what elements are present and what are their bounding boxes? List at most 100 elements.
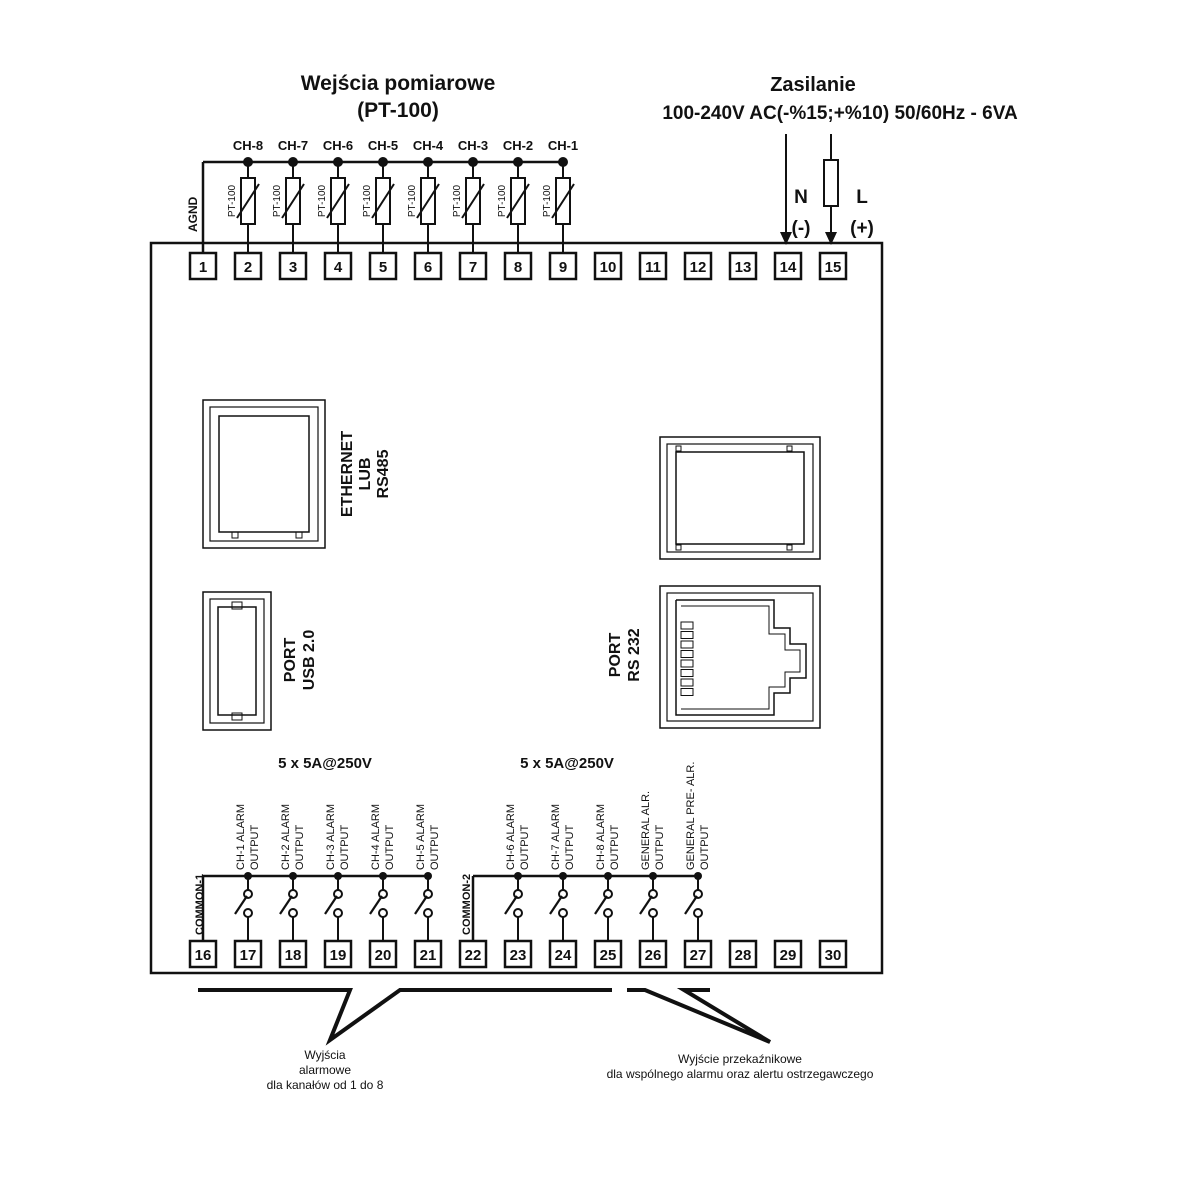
relay-output-sublabel: OUTPUT bbox=[294, 825, 306, 871]
terminal-number: 17 bbox=[240, 947, 257, 964]
terminal-3: 3 bbox=[278, 251, 308, 281]
channel-label: CH-3 bbox=[458, 138, 488, 153]
terminal-number: 7 bbox=[469, 259, 477, 276]
ethernet-label-2: LUB bbox=[357, 458, 374, 491]
channel-label: CH-1 bbox=[548, 138, 578, 153]
fuse-icon bbox=[823, 159, 839, 207]
inputs-title-line1: Wejścia pomiarowe bbox=[301, 72, 496, 95]
rs232-label-1: PORT bbox=[607, 633, 624, 678]
power-n-label: N bbox=[794, 187, 808, 208]
display-module bbox=[659, 436, 821, 560]
relay-rating-right: 5 x 5A@250V bbox=[520, 755, 614, 772]
terminal-30: 30 bbox=[818, 939, 848, 969]
terminal-number: 15 bbox=[825, 259, 842, 276]
terminal-1: 1 bbox=[188, 251, 218, 281]
callout-left-line2: alarmowe bbox=[299, 1063, 351, 1077]
power-l-label: L bbox=[856, 187, 868, 208]
terminal-26: 26 bbox=[638, 939, 668, 969]
relay-output-sublabel: OUTPUT bbox=[429, 825, 441, 871]
terminal-10: 10 bbox=[593, 251, 623, 281]
terminal-number: 6 bbox=[424, 259, 432, 276]
terminal-number: 3 bbox=[289, 259, 297, 276]
terminal-number: 11 bbox=[645, 259, 661, 276]
terminal-9: 9 bbox=[548, 251, 578, 281]
rs232-port bbox=[659, 585, 821, 729]
sensor-label: PT-100 bbox=[362, 184, 373, 217]
relay-output-sublabel: OUTPUT bbox=[384, 825, 396, 871]
inputs-title-line2: (PT-100) bbox=[357, 99, 439, 122]
terminal-number: 9 bbox=[559, 259, 567, 276]
terminal-number: 22 bbox=[465, 947, 482, 964]
terminal-23: 23 bbox=[503, 939, 533, 969]
terminal-24: 24 bbox=[548, 939, 578, 969]
relay-output-label: CH-4 ALARM bbox=[370, 804, 382, 870]
relay-output-label: CH-5 ALARM bbox=[415, 804, 427, 870]
terminal-11: 11 bbox=[638, 251, 668, 281]
terminal-number: 25 bbox=[600, 947, 617, 964]
sensor-label: PT-100 bbox=[272, 184, 283, 217]
terminal-number: 20 bbox=[375, 947, 392, 964]
usb-port bbox=[202, 591, 272, 731]
channel-label: CH-2 bbox=[503, 138, 533, 153]
power-l-sign: (+) bbox=[850, 218, 874, 239]
terminal-29: 29 bbox=[773, 939, 803, 969]
terminal-number: 10 bbox=[600, 259, 617, 276]
usb-label-2: USB 2.0 bbox=[301, 630, 318, 691]
ethernet-label-1: ETHERNET bbox=[339, 431, 356, 517]
sensor-label: PT-100 bbox=[407, 184, 418, 217]
sensor-ch-5: CH-5PT-100 bbox=[362, 138, 398, 253]
sensor-label: PT-100 bbox=[497, 184, 508, 217]
terminal-8: 8 bbox=[503, 251, 533, 281]
callout-left-line3: dla kanałów od 1 do 8 bbox=[267, 1078, 384, 1092]
sensor-ch-8: CH-8PT-100 bbox=[227, 138, 263, 253]
relay-output-label: CH-7 ALARM bbox=[550, 804, 562, 870]
sensor-ch-6: CH-6PT-100 bbox=[317, 138, 353, 253]
power-spec: 100-240V AC(-%15;+%10) 50/60Hz - 6VA bbox=[662, 103, 1018, 124]
sensor-label: PT-100 bbox=[452, 184, 463, 217]
sensor-ch-2: CH-2PT-100 bbox=[497, 138, 533, 253]
sensor-ch-3: CH-3PT-100 bbox=[452, 138, 488, 253]
relay-output-label: CH-2 ALARM bbox=[280, 804, 292, 870]
terminal-16: 16 bbox=[188, 939, 218, 969]
relay-output-sublabel: OUTPUT bbox=[249, 825, 261, 871]
terminal-number: 28 bbox=[735, 947, 752, 964]
sensor-ch-1: CH-1PT-100 bbox=[542, 138, 578, 253]
terminal-21: 21 bbox=[413, 939, 443, 969]
terminal-number: 13 bbox=[735, 259, 752, 276]
terminal-18: 18 bbox=[278, 939, 308, 969]
terminal-number: 12 bbox=[690, 259, 707, 276]
terminal-number: 19 bbox=[330, 947, 347, 964]
sensor-label: PT-100 bbox=[227, 184, 238, 217]
common2-label: COMMON-2 bbox=[461, 874, 473, 935]
relay-output-label: CH-3 ALARM bbox=[325, 804, 337, 870]
usb-label-1: PORT bbox=[282, 638, 299, 683]
terminal-13: 13 bbox=[728, 251, 758, 281]
relay-output-label: GENERAL ALR. bbox=[640, 791, 652, 870]
callout-left bbox=[198, 988, 612, 1046]
relay-output-sublabel: OUTPUT bbox=[654, 825, 666, 871]
device-body bbox=[149, 241, 884, 975]
power-wiring bbox=[780, 134, 839, 245]
terminal-number: 14 bbox=[780, 259, 797, 276]
terminal-number: 27 bbox=[690, 947, 707, 964]
terminal-4: 4 bbox=[323, 251, 353, 281]
terminal-22: 22 bbox=[458, 939, 488, 969]
terminal-15: 15 bbox=[818, 251, 848, 281]
channel-label: CH-5 bbox=[368, 138, 398, 153]
terminal-number: 23 bbox=[510, 947, 527, 964]
agnd-label: AGND bbox=[186, 196, 200, 232]
channel-label: CH-8 bbox=[233, 138, 263, 153]
relay-output-sublabel: OUTPUT bbox=[564, 825, 576, 871]
terminal-number: 29 bbox=[780, 947, 797, 964]
terminal-number: 30 bbox=[825, 947, 842, 964]
relay-output-sublabel: OUTPUT bbox=[339, 825, 351, 871]
